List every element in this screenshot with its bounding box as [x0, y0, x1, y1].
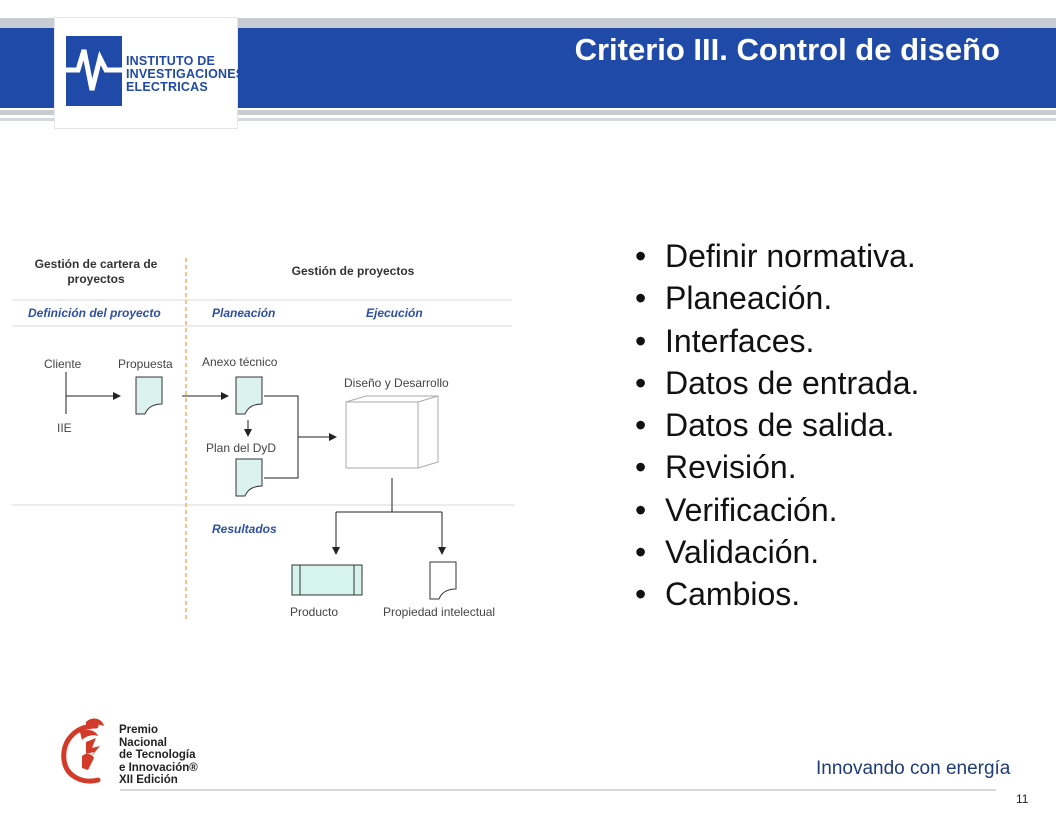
node-anexo: Anexo técnico	[202, 355, 278, 369]
bullet-item: •Planeación.	[635, 280, 833, 317]
premio-line: Nacional	[119, 736, 167, 749]
phase-definicion: Definición del proyecto	[28, 306, 161, 320]
bullet-item: •Interfaces.	[635, 322, 815, 359]
iie-logo-icon	[66, 36, 122, 106]
tagline: Innovando con energía	[816, 758, 1011, 779]
node-diseno: Diseño y Desarrollo	[344, 376, 449, 390]
phase-resultados: Resultados	[212, 522, 277, 536]
bullet-list: •Definir normativa. •Planeación. •Interf…	[635, 235, 919, 616]
premio-line: Premio	[119, 724, 158, 736]
logo-line-1: INSTITUTO DE	[126, 54, 215, 68]
column-header-left: Gestión de cartera de proyectos	[34, 257, 158, 286]
slide-title: Criterio III. Control de diseño	[574, 32, 1000, 67]
logo-line-2: INVESTIGACIONES	[126, 67, 245, 81]
diseno-cube-icon	[345, 395, 439, 469]
column-header-right: Gestión de proyectos	[291, 264, 415, 278]
producto-process-icon	[291, 564, 363, 596]
logo-line-3: ELECTRICAS	[126, 80, 208, 94]
premio-logo-icon	[61, 718, 104, 784]
plan-document-icon	[235, 458, 263, 497]
bullet-item: •Cambios.	[635, 576, 801, 613]
premio-line: XII Edición	[119, 774, 178, 787]
slide-number: 11	[1016, 792, 1029, 806]
phase-ejecucion: Ejecución	[366, 306, 423, 320]
bullet-item: •Verificación.	[635, 491, 838, 528]
bullet-item: •Revisión.	[635, 449, 797, 486]
anexo-document-icon	[235, 376, 263, 415]
premio-text: Premio Nacional de Tecnología e Innovaci…	[119, 724, 198, 787]
bullet-item: •Validación.	[635, 534, 820, 571]
propiedad-document-icon	[429, 561, 457, 600]
node-plan: Plan del DyD	[206, 441, 277, 455]
phase-planeacion: Planeación	[212, 306, 276, 320]
logo-text: INSTITUTO DE INVESTIGACIONES ELECTRICAS	[126, 55, 244, 94]
node-producto: Producto	[290, 605, 339, 619]
node-propuesta: Propuesta	[118, 357, 173, 371]
node-iie: IIE	[57, 421, 72, 435]
bullet-item: •Datos de entrada.	[635, 364, 920, 401]
node-propiedad: Propiedad intelectual	[383, 605, 496, 619]
premio-line: de Tecnología	[119, 749, 196, 762]
bullet-item: •Definir normativa.	[635, 238, 916, 274]
premio-line: e Innovación®	[119, 761, 198, 774]
bullet-item: •Datos de salida.	[635, 407, 895, 444]
node-cliente: Cliente	[44, 357, 82, 371]
propuesta-document-icon	[135, 376, 163, 415]
